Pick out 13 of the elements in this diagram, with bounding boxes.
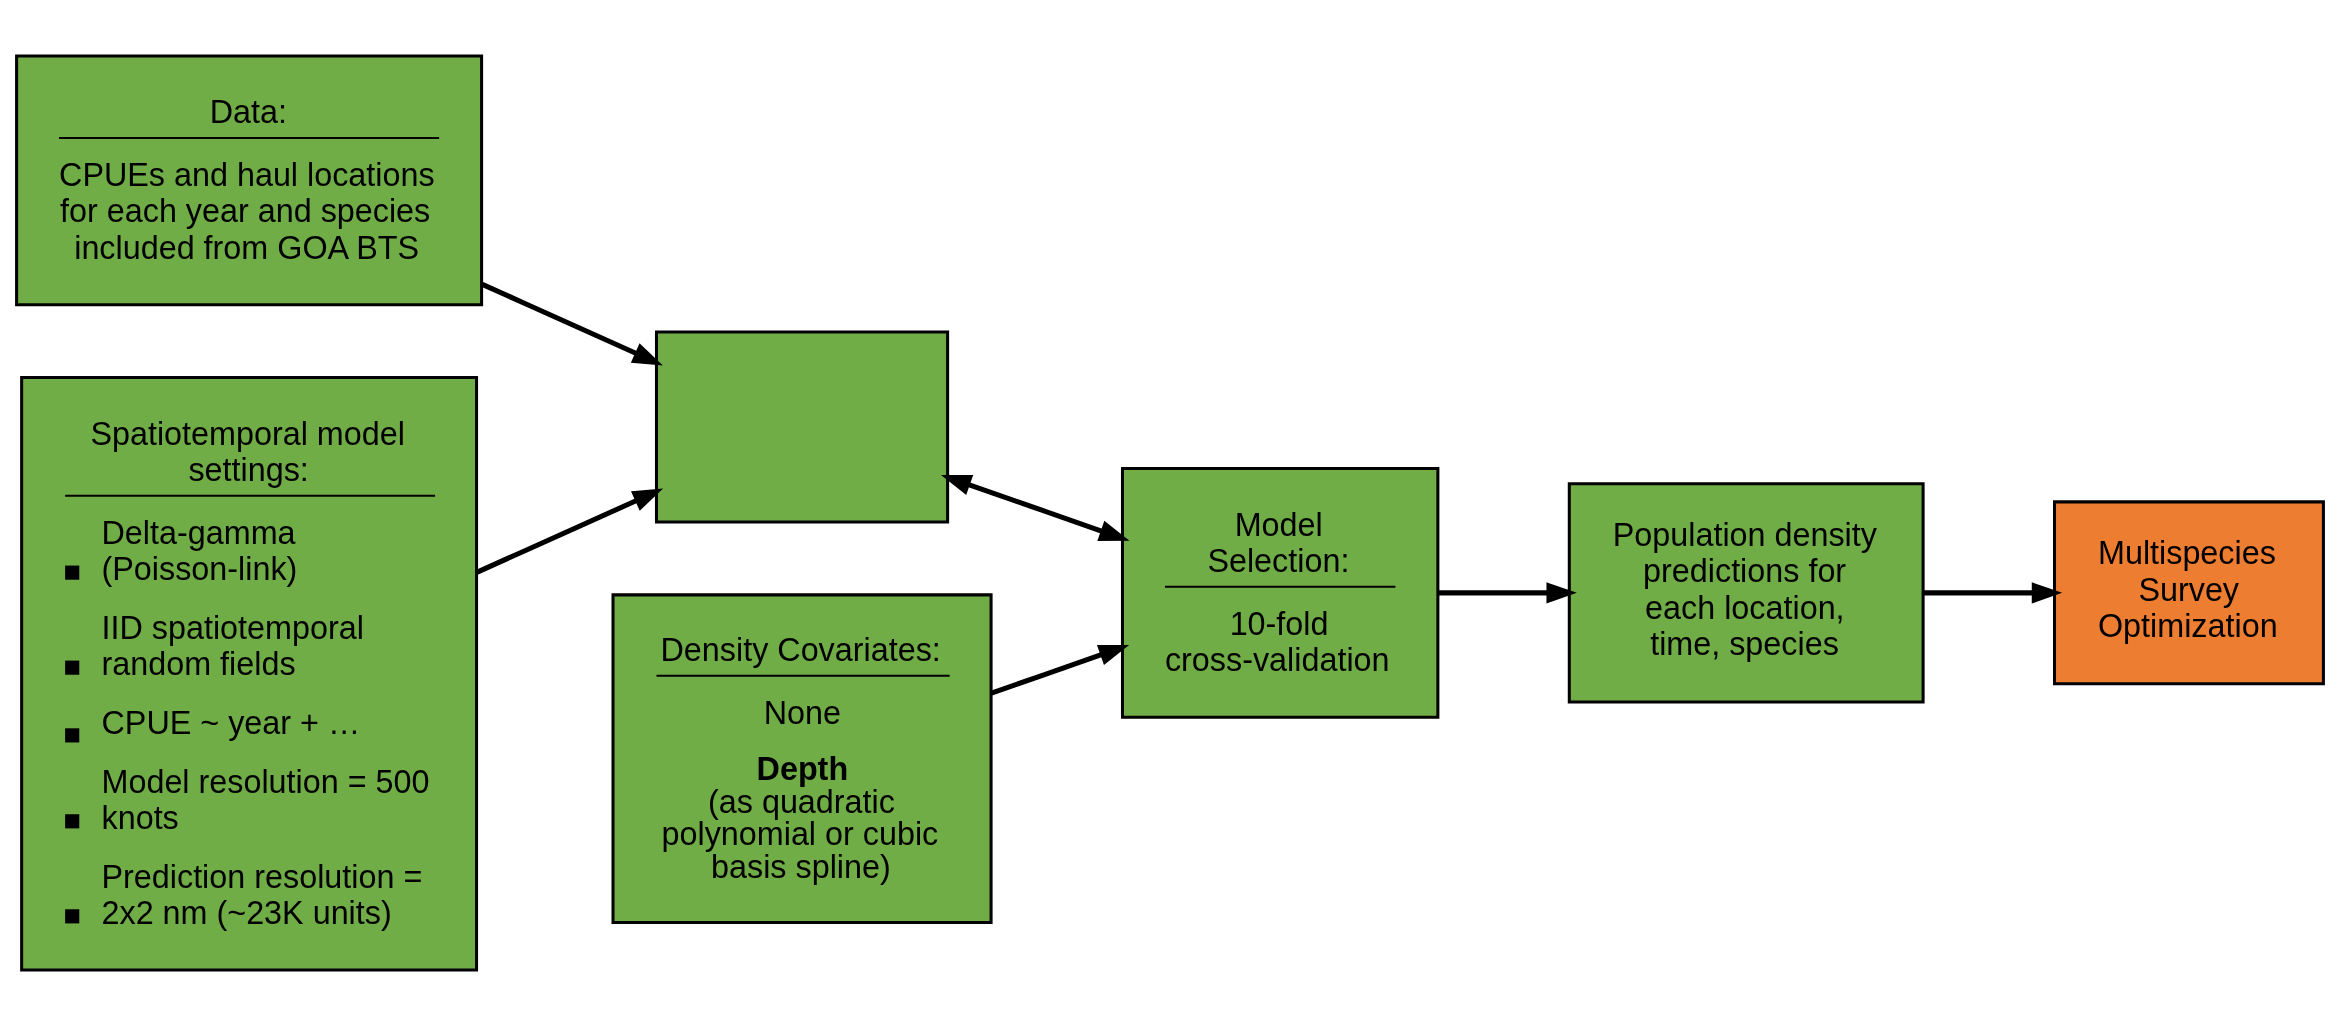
node-box: Population density predictions for each location, time, species <box>1567 482 1925 704</box>
arrow <box>990 644 1130 696</box>
node-box: Density Covariates: None Depth (as quadratic polynomial or cubic basis spline) <box>611 593 993 924</box>
arrow <box>941 474 1130 541</box>
node-box <box>654 330 950 524</box>
node-box: Data: CPUEs and haul locations for each year and species included from GOA BTS <box>15 54 484 307</box>
node-box: Spatiotemporal model settings: Delta-gamma (Poisson-link) IID spatiotemporal random fields CPUE ~ year + … Model resolution = 500 knots Prediction resolution = 2x2 nm (~23K units) <box>20 376 479 972</box>
arrow <box>1437 582 1577 604</box>
node-box: Multispecies Survey Optimization <box>2053 500 2325 686</box>
arrow <box>475 488 664 575</box>
node-box: Model Selection: 10-fold cross-validation <box>1120 467 1440 719</box>
arrow <box>1923 582 2063 604</box>
arrow <box>481 282 663 366</box>
